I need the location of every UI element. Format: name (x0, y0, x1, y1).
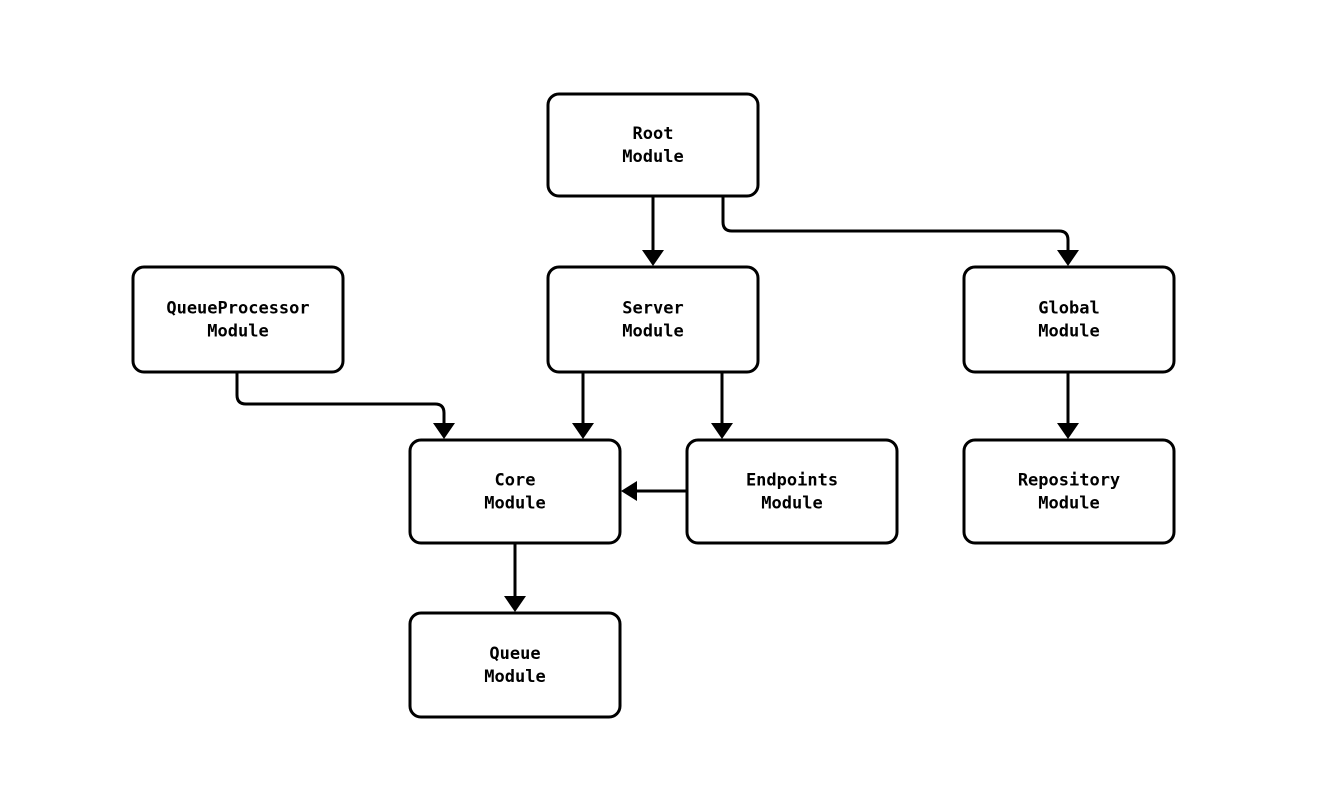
node-label-line1: Queue (489, 644, 540, 664)
edge-root-to-server (642, 196, 664, 266)
arrowhead-icon (504, 596, 526, 612)
edge-line (235, 372, 446, 425)
arrowhead-icon (642, 250, 664, 266)
node-label-line2: Module (1038, 494, 1099, 514)
node-box[interactable] (962, 265, 1176, 374)
node-label-line2: Module (622, 147, 683, 167)
node-label-line2: Module (622, 322, 683, 342)
node-label-line1: QueueProcessor (166, 299, 309, 319)
node-label-line2: Module (207, 322, 268, 342)
node-box[interactable] (408, 438, 622, 545)
edges-layer (235, 196, 1079, 612)
node-box[interactable] (685, 438, 899, 545)
edge-core-to-queue (504, 543, 526, 612)
node-label-line2: Module (761, 494, 822, 514)
arrowhead-icon (572, 423, 594, 439)
arrowhead-icon (1057, 250, 1079, 266)
node-box[interactable] (962, 438, 1176, 545)
arrowhead-icon (711, 423, 733, 439)
node-box[interactable] (131, 265, 345, 374)
edge-line (721, 196, 1070, 252)
edge-root-to-global (721, 196, 1079, 266)
edge-global-to-repository (1057, 372, 1079, 439)
node-label-line1: Core (495, 471, 536, 491)
arrowhead-icon (433, 423, 455, 439)
node-label-line1: Root (633, 124, 674, 144)
node-label-line2: Module (484, 494, 545, 514)
node-label-line2: Module (1038, 322, 1099, 342)
node-label-line2: Module (484, 667, 545, 687)
node-label-line1: Repository (1018, 471, 1120, 491)
arrowhead-icon (1057, 423, 1079, 439)
edge-server-to-core (572, 372, 594, 439)
node-label-line1: Global (1038, 299, 1099, 319)
node-box[interactable] (546, 265, 760, 374)
node-label-line1: Endpoints (746, 471, 838, 491)
edge-server-to-endpoints (711, 372, 733, 439)
nodes-layer: RootModuleQueueProcessorModuleServerModu… (131, 92, 1176, 719)
node-box[interactable] (408, 611, 622, 719)
edge-endpoints-to-core (621, 481, 687, 501)
node-label-line1: Server (622, 299, 683, 319)
node-box[interactable] (546, 92, 760, 198)
edge-queueprocessor-to-core (235, 372, 455, 439)
arrowhead-icon (621, 481, 637, 501)
